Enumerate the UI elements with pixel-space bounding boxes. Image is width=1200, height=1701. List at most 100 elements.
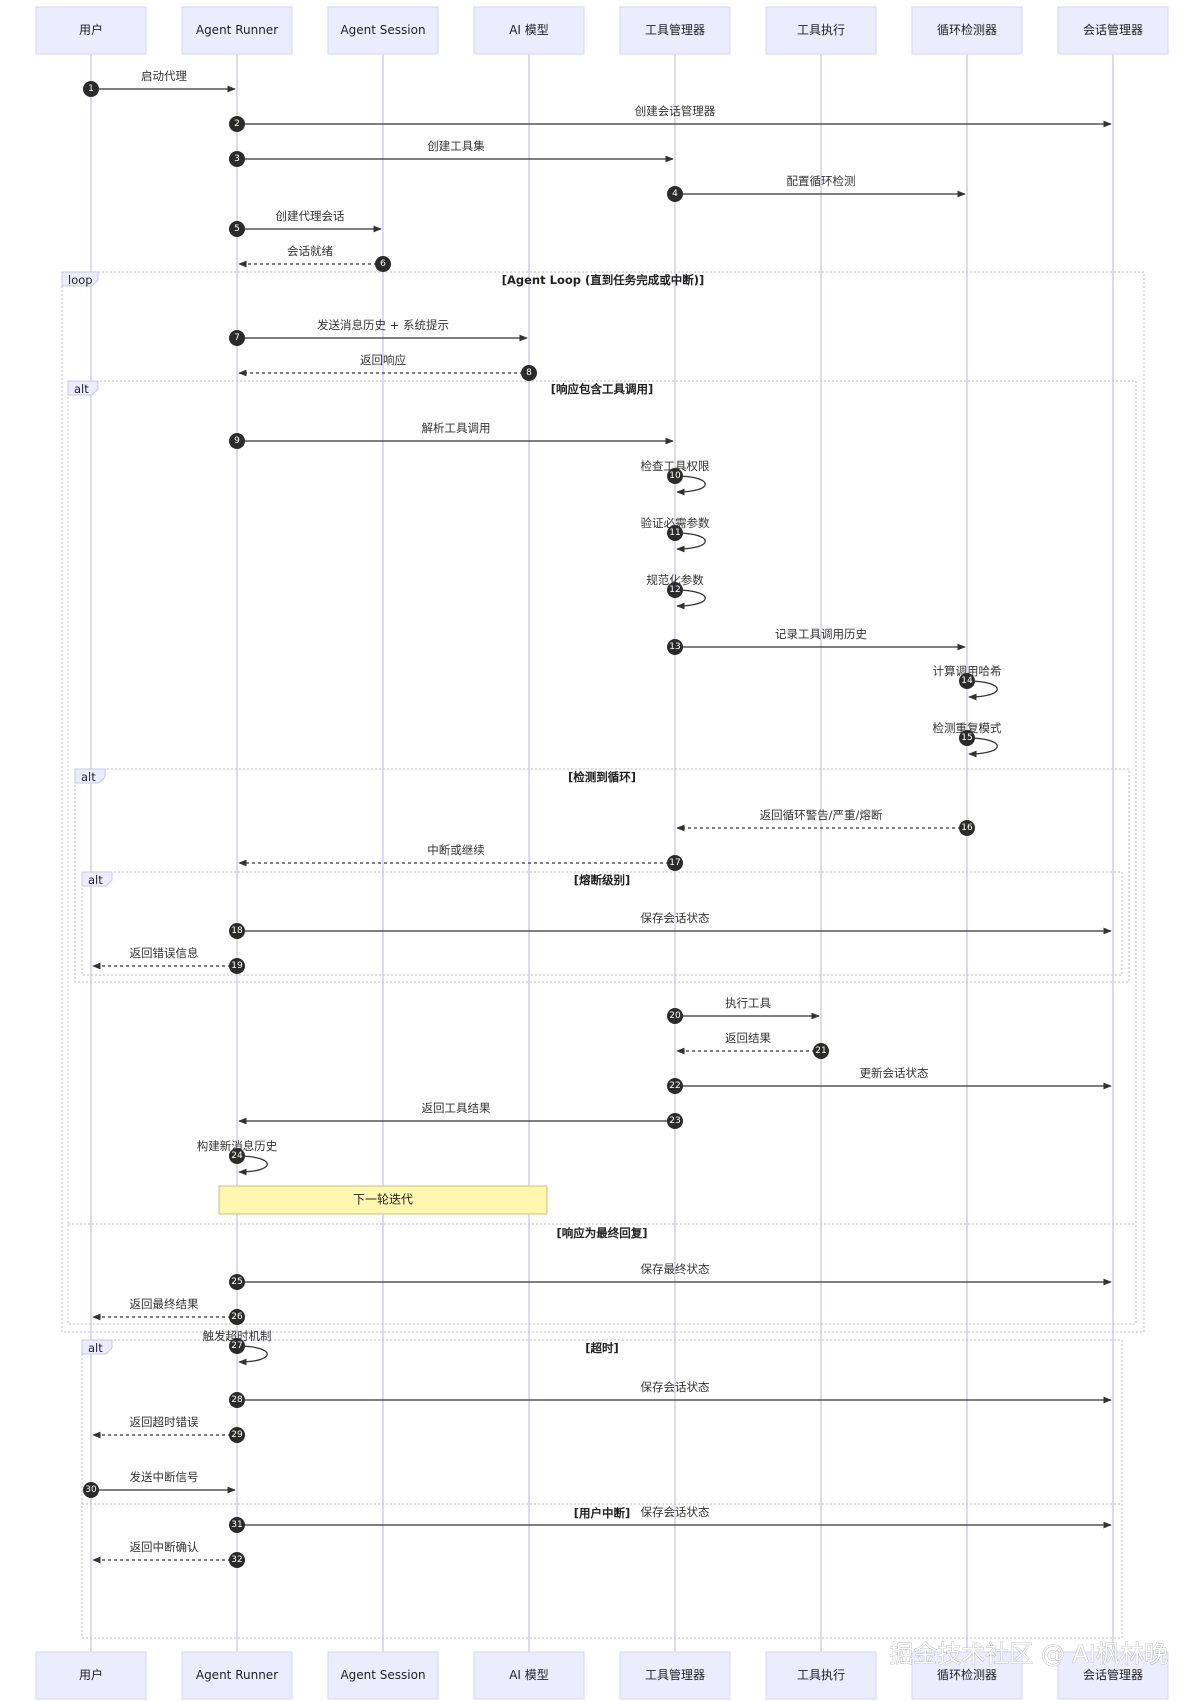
sequence-number-badge [667,186,683,202]
sequence-number: 14 [961,676,973,686]
participant-label: 循环检测器 [937,22,997,37]
frame-tab [74,768,106,784]
sequence-number: 3 [234,154,240,164]
sequence-number: 13 [669,642,680,652]
sequence-number-badge [229,1274,245,1290]
participant-rect [327,1651,439,1700]
sequence-number-badge [667,1078,683,1094]
message-label: 解析工具调用 [422,421,491,435]
message-label: 验证必需参数 [641,516,710,530]
sequence-number-badge [667,1008,683,1024]
participant-box: Agent Session [327,1651,439,1700]
participant-box: 用户 [35,1651,147,1700]
sequence-number: 6 [380,259,386,269]
frame-else-condition: [响应为最终回复] [556,1226,647,1240]
message-label: 创建工具集 [427,139,485,153]
participant-rect [911,6,1023,55]
message-label: 返回响应 [360,353,406,367]
participant-rect [181,1651,293,1700]
message-13: 记录工具调用历史 13 [667,627,966,655]
sequence-number-badge [229,330,245,346]
participant-label: 用户 [79,1667,103,1682]
participant-rect [473,6,585,55]
sequence-number: 28 [231,1395,243,1405]
self-message-arrow [236,1345,268,1366]
sequence-number-badge [667,468,683,484]
sequence-number-badge [83,81,99,97]
participant-box: Agent Runner [181,6,293,55]
frame-keyword: loop [68,273,93,287]
sequence-number: 19 [231,961,243,971]
participant-box: Agent Runner [181,1651,293,1700]
participant-label: 工具管理器 [645,1667,705,1682]
frame-keyword: alt [74,382,89,396]
participant-rect [1057,1651,1169,1700]
sequence-number: 29 [231,1430,243,1440]
message-label: 中断或继续 [427,843,485,857]
frame-border [81,871,1123,976]
participant-label: AI 模型 [509,1668,549,1682]
sequence-number: 27 [231,1341,242,1351]
frame-else-condition: [用户中断] [574,1506,631,1520]
message-label: 会话就绪 [287,244,333,258]
participant-rect [35,1651,147,1700]
message-label: 保存会话状态 [641,911,710,925]
participant-box: 工具管理器 [619,6,731,55]
frame-keyword: alt [88,873,103,887]
message-label: 保存会话状态 [641,1380,710,1394]
message-label: 规范化参数 [646,573,704,587]
message-label: 返回中断确认 [130,1540,199,1554]
frame-tab [81,1339,113,1355]
frame-condition: [检测到循环] [568,770,636,784]
sequence-number: 16 [961,823,973,833]
message-label: 触发超时机制 [203,1329,272,1343]
messages: 启动代理1创建会话管理器2创建工具集3配置循环检测4创建代理会话5会话就绪6发送… [83,69,1112,1568]
participant-label: 工具执行 [797,1668,845,1682]
message-label: 构建新消息历史 [197,1139,278,1153]
participant-rect [619,1651,731,1700]
participant-rect [1057,6,1169,55]
sequence-number-badge [229,923,245,939]
participant-rect [765,1651,877,1700]
frame-alt: alt[超时][用户中断] [81,1339,1123,1639]
sequence-number-badge [83,1482,99,1498]
lifelines [90,54,1114,1652]
message-28: 保存会话状态 28 [229,1380,1112,1408]
sequence-number-badge [375,256,391,272]
participant-label: AI 模型 [509,23,549,37]
participant-rect [765,6,877,55]
participant-box: AI 模型 [473,1651,585,1700]
sequence-number: 18 [231,926,243,936]
sequence-number-badge [229,1338,245,1354]
message-label: 计算调用哈希 [933,664,1002,678]
note-box [218,1185,548,1215]
frame-border [67,380,1137,1325]
sequence-number: 30 [85,1485,97,1495]
participant-rect [619,6,731,55]
self-message-arrow [966,737,998,758]
note-text: 下一轮迭代 [353,1193,413,1207]
message-label: 返回最终结果 [130,1297,199,1311]
sequence-number: 8 [526,368,532,378]
message-18: 保存会话状态 18 [229,911,1112,939]
sequence-number-badge [229,1552,245,1568]
message-label: 返回结果 [725,1031,771,1045]
sequence-number-badge [229,958,245,974]
frame-keyword: alt [88,1341,103,1355]
participant-rect [473,1651,585,1700]
sequence-number: 32 [231,1555,242,1565]
sequence-number: 1 [88,84,94,94]
frame-border [81,1339,1123,1639]
message-label: 记录工具调用历史 [775,627,867,641]
sequence-number: 15 [961,733,972,743]
participant-box: 工具执行 [765,6,877,55]
